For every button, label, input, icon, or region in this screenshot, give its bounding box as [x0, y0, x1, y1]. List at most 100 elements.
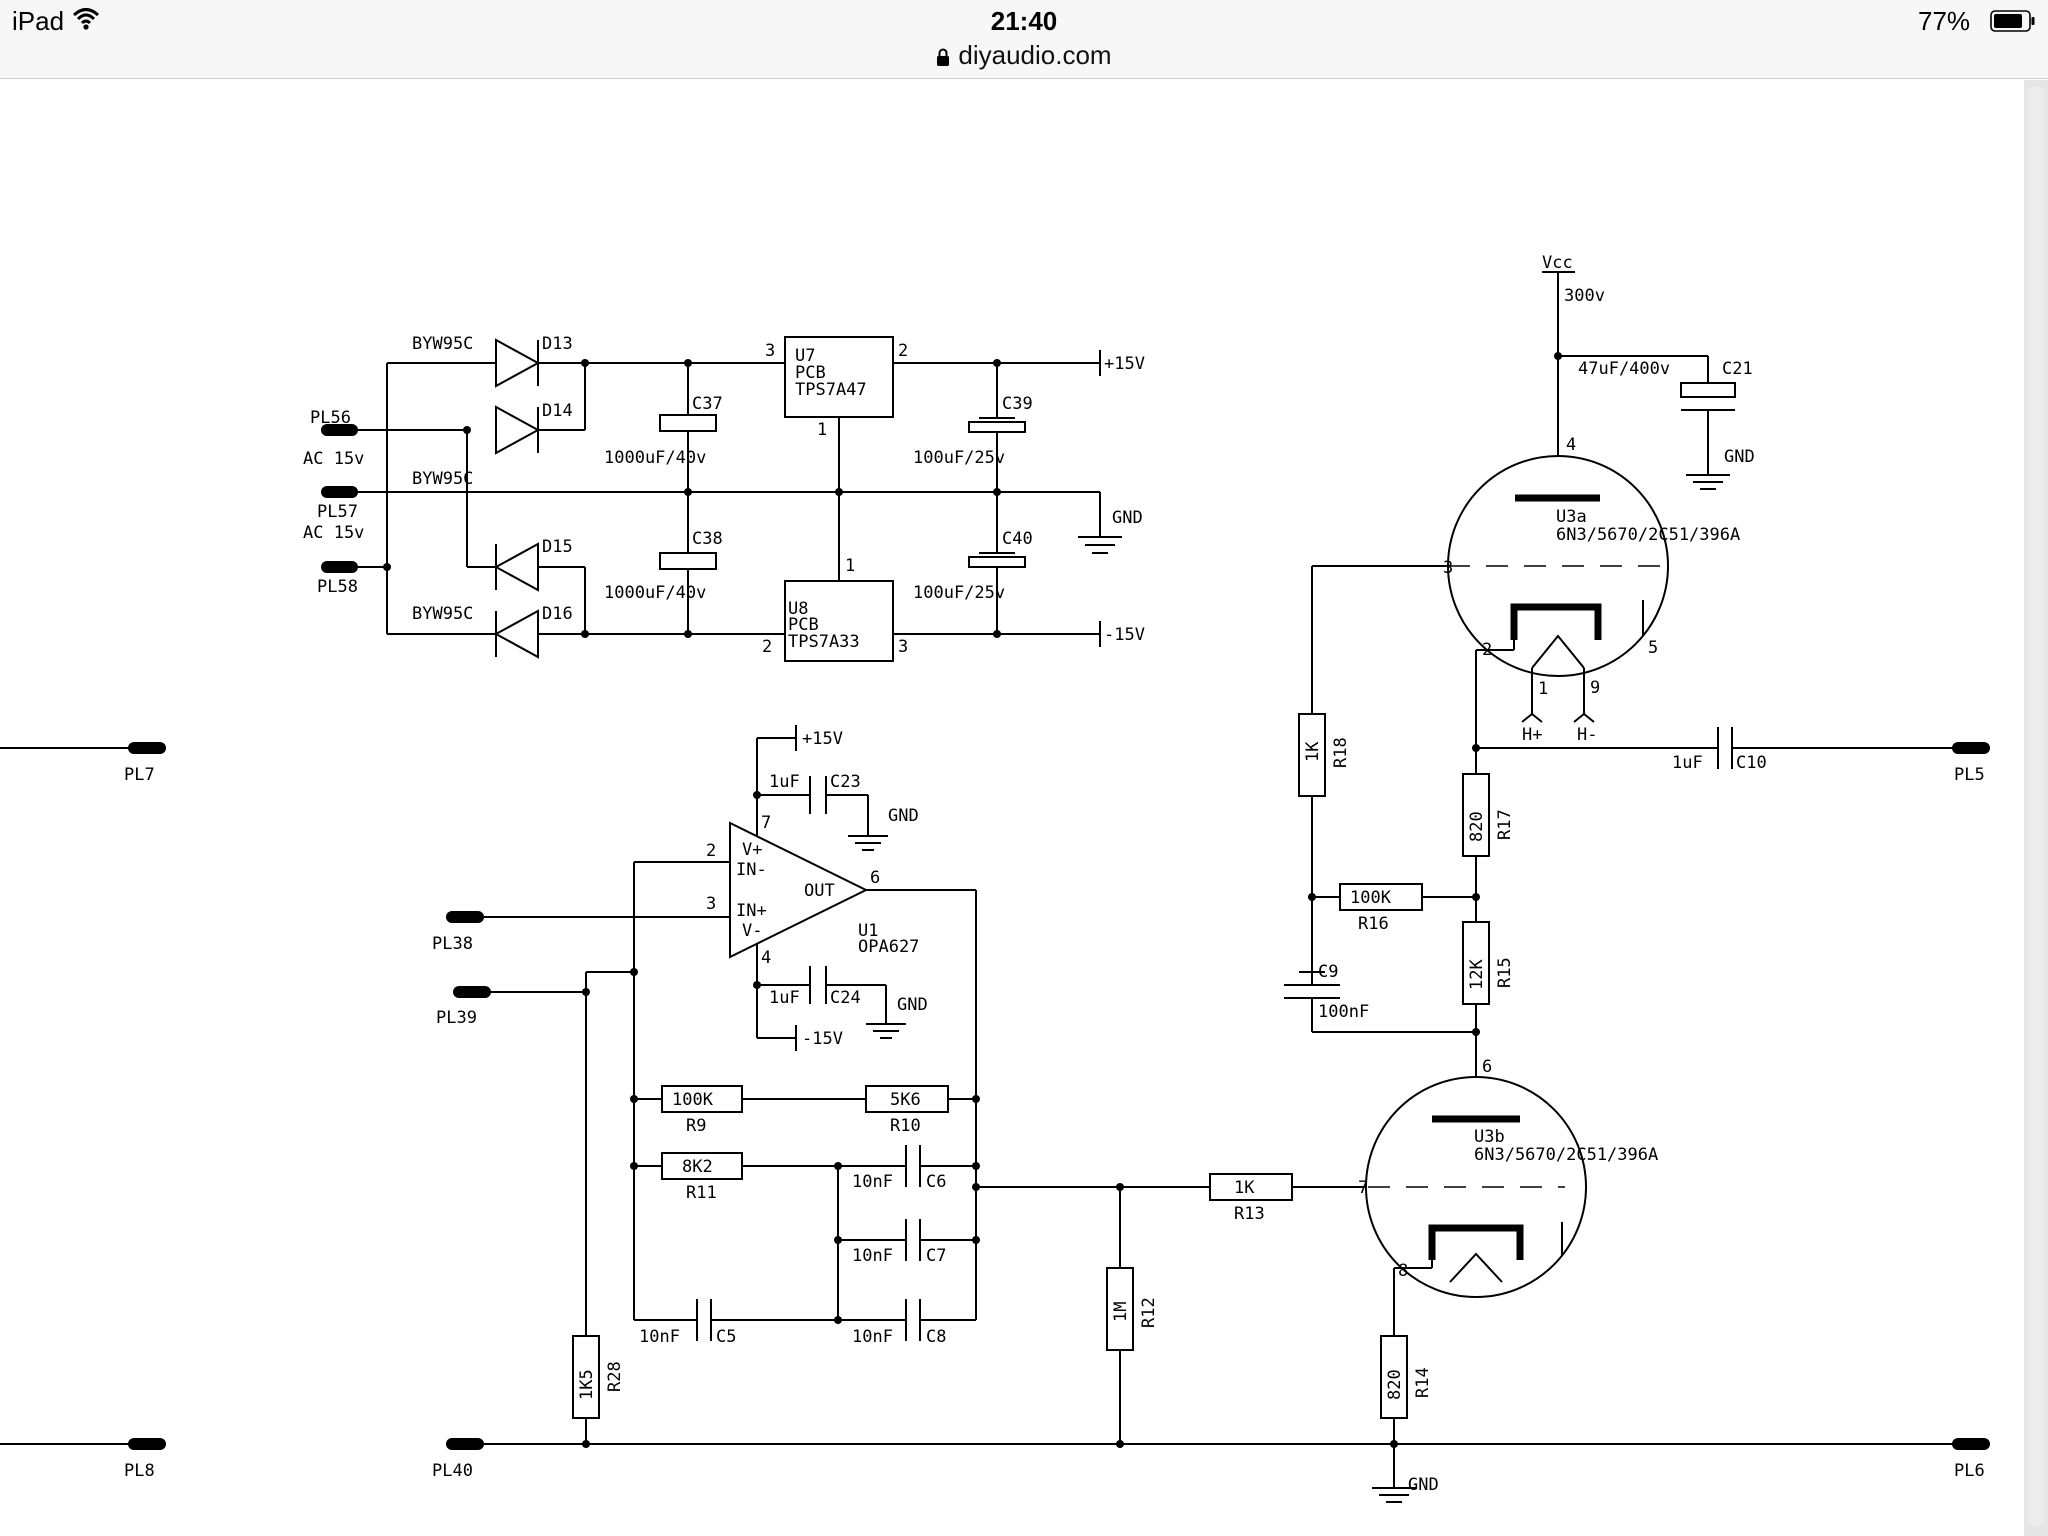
label-c39: C39: [1002, 394, 1033, 414]
label-r11-val: 8K2: [682, 1157, 713, 1177]
label-d16: D16: [542, 604, 573, 624]
label-r13: R13: [1234, 1204, 1265, 1224]
device-name: iPad: [12, 6, 65, 36]
label-pl57: PL57: [317, 502, 358, 522]
label-c5-val: 10nF: [639, 1327, 680, 1347]
label-r18-val: 1K: [1303, 741, 1323, 762]
rectifier-section: BYW95C D13 D14 BYW95C D15 BYW95C D16 PL5…: [303, 334, 1100, 659]
label-gnd-bottom: GND: [1408, 1475, 1439, 1495]
label-c10: C10: [1736, 753, 1767, 773]
label-pl8: PL8: [124, 1461, 155, 1481]
label-c40: C40: [1002, 529, 1033, 549]
label-u1: U1: [858, 921, 878, 941]
opamp-vminus: V-: [742, 921, 762, 941]
vertical-scrollbar[interactable]: [2024, 80, 2048, 1536]
label-300v: 300v: [1564, 286, 1605, 306]
u3a-pin4: 4: [1566, 435, 1576, 455]
label-pl58: PL58: [317, 577, 358, 597]
opamp-inplus: IN+: [736, 901, 767, 921]
capacitor-c38: [659, 552, 717, 570]
label-c9-val: 100nF: [1318, 1002, 1369, 1022]
resistor-r11: [661, 1152, 743, 1180]
regulator-u7: [784, 336, 894, 418]
label-c9: C9: [1318, 962, 1338, 982]
label-c10-val: 1uF: [1672, 753, 1703, 773]
label-c38-val: 1000uF/40v: [604, 583, 706, 603]
regulator-section: 3 2 1 U7 PCB TPS7A47 1 2 3 U8 PCB TPS7A3…: [604, 336, 1145, 662]
label-opa627: OPA627: [858, 937, 919, 957]
tube-u3a: [1447, 455, 1669, 677]
diode-d13: [495, 338, 541, 388]
diode-d14: [495, 405, 541, 455]
label-c7-val: 10nF: [852, 1246, 893, 1266]
label-r16-val: 100K: [1350, 888, 1392, 908]
label-c39-val: 100uF/25v: [913, 448, 1005, 468]
u3b-pin8: 8: [1398, 1261, 1408, 1281]
u8-pin1: 1: [845, 556, 855, 576]
resistor-r17: [1462, 773, 1490, 857]
label-pl7: PL7: [124, 765, 155, 785]
label-hminus: H-: [1577, 725, 1597, 745]
label-ac15-2: AC 15v: [303, 523, 364, 543]
label-r14: R14: [1413, 1367, 1433, 1398]
connectors-section: PL7 PL8 PL38 PL39 PL40 PL5 PL6: [0, 742, 1990, 1481]
label-c21: C21: [1722, 359, 1753, 379]
u3a-pin5: 5: [1648, 638, 1658, 658]
label-pl39: PL39: [436, 1008, 477, 1028]
label-byw95c-top: BYW95C: [412, 334, 473, 354]
label-c6: C6: [926, 1172, 946, 1192]
u3a-pin9: 9: [1590, 678, 1600, 698]
opamp-pin7: 7: [761, 813, 771, 833]
label-vcc: Vcc: [1542, 253, 1573, 273]
u7-pin2: 2: [898, 341, 908, 361]
label-c5: C5: [716, 1327, 736, 1347]
label-r15-val: 12K: [1467, 959, 1487, 990]
u3a-pin3: 3: [1443, 558, 1453, 578]
label-r11: R11: [686, 1183, 717, 1203]
resistor-r28: [572, 1335, 600, 1419]
label-u8: U8: [788, 599, 808, 619]
address-bar[interactable]: diyaudio.com: [0, 40, 2048, 71]
u7-pin1: 1: [817, 420, 827, 440]
label-gnd-c24: GND: [897, 995, 928, 1015]
label-c24: C24: [830, 988, 861, 1008]
resistor-r14: [1380, 1335, 1408, 1419]
u3b-pin6: 6: [1482, 1057, 1492, 1077]
label-u3b-part: 6N3/5670/2C51/396A: [1474, 1145, 1658, 1165]
opamp-inminus: IN-: [736, 860, 767, 880]
regulator-u8: [784, 580, 894, 662]
diode-d15: [493, 542, 539, 592]
label-c37: C37: [692, 394, 723, 414]
label-u3a: U3a: [1556, 507, 1587, 527]
scroll-thumb[interactable]: [2028, 86, 2044, 1526]
label-r10-val: 5K6: [890, 1090, 921, 1110]
label-u7-part: TPS7A47: [795, 380, 867, 400]
label-c6-val: 10nF: [852, 1172, 893, 1192]
label-c23: C23: [830, 772, 861, 792]
capacitor-c21: [1680, 382, 1736, 398]
u8-pin3: 3: [898, 637, 908, 657]
label-d14: D14: [542, 401, 573, 421]
label-r28: R28: [605, 1361, 625, 1392]
wifi-icon: [72, 8, 100, 30]
opamp-vplus: V+: [742, 840, 762, 860]
label-u7-pcb: PCB: [795, 363, 826, 383]
capacitor-c39: [968, 421, 1026, 433]
label-c8-val: 10nF: [852, 1327, 893, 1347]
label-c40-val: 100uF/25v: [913, 583, 1005, 603]
label-byw95c-bottom: BYW95C: [412, 604, 473, 624]
label-r10: R10: [890, 1116, 921, 1136]
label-u7: U7: [795, 346, 815, 366]
label-plus15v-opamp: +15V: [802, 729, 843, 749]
label-u8-part: TPS7A33: [788, 632, 860, 652]
label-pl40: PL40: [432, 1461, 473, 1481]
label-c24-val: 1uF: [769, 988, 800, 1008]
label-minus15v: -15V: [1104, 625, 1145, 645]
battery-icon: [1990, 10, 2035, 32]
label-pl6: PL6: [1954, 1461, 1985, 1481]
label-gnd-c21: GND: [1724, 447, 1755, 467]
label-r14-val: 820: [1385, 1369, 1405, 1400]
opamp-section: 2 3 4 6 7 V+ IN- IN+ V- OUT U1 OPA627 +1…: [473, 725, 977, 1320]
label-u3b: U3b: [1474, 1127, 1505, 1147]
